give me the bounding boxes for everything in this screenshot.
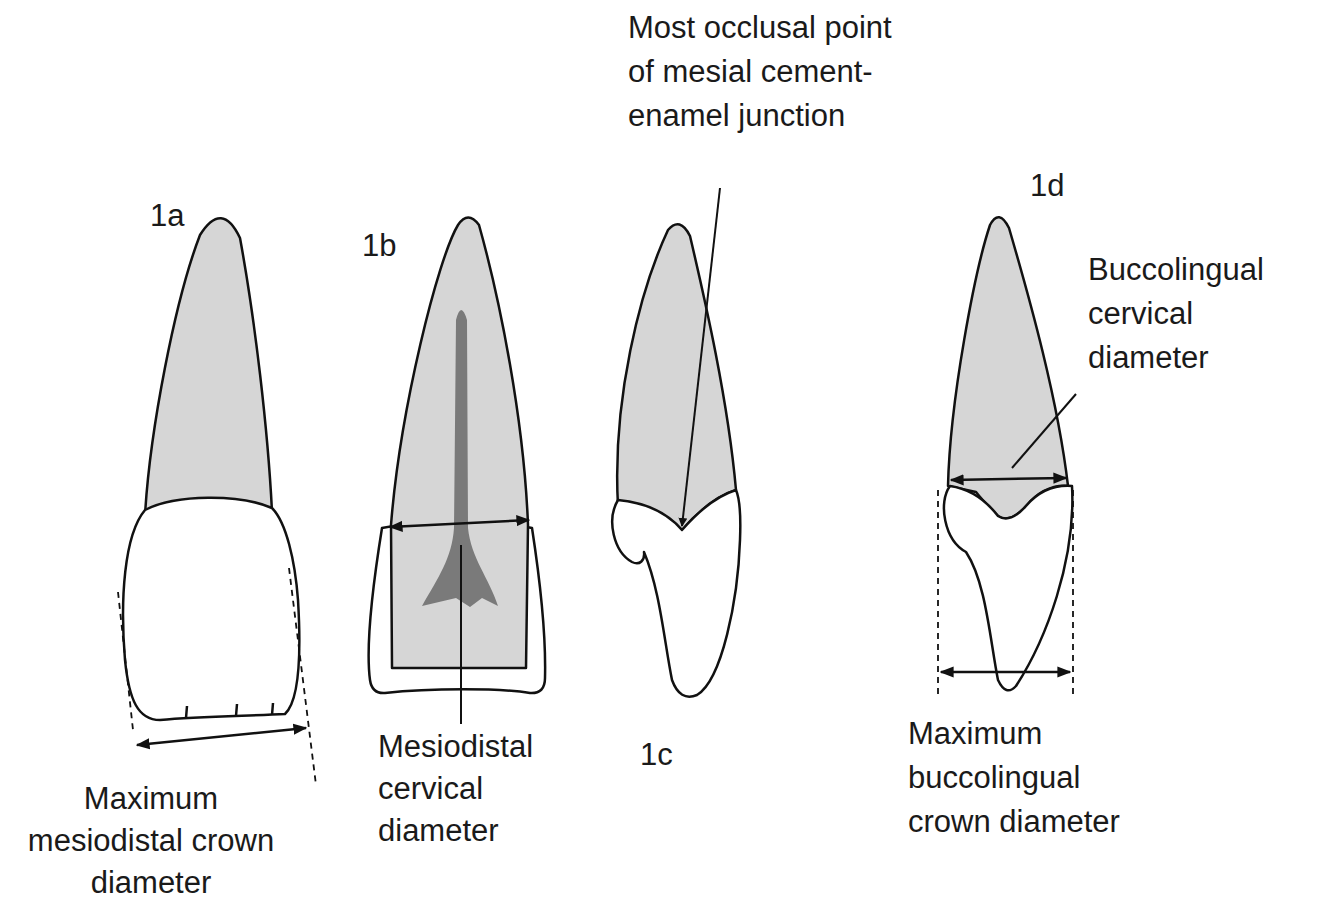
incisor-mesial-view xyxy=(612,188,740,697)
figure-number: 1c xyxy=(640,735,710,775)
incisor-labial-view xyxy=(118,218,316,785)
figure-number: 1b xyxy=(362,226,432,266)
figure-number: 1a xyxy=(150,196,220,236)
incisor-proximal-view xyxy=(938,217,1076,698)
figure-number: 1d xyxy=(1030,166,1100,206)
dimension-label: Buccolingual cervical diameter xyxy=(1088,248,1312,380)
dimension-label: Maximum mesiodistal crown diameter xyxy=(20,778,282,904)
dimension-label: Mesiodistal cervical diameter xyxy=(378,726,588,852)
dimension-label: Maximum buccolingual crown diameter xyxy=(908,712,1120,844)
incisor-section-view xyxy=(369,218,545,725)
landmark-label: Most occlusal point of mesial cement-ena… xyxy=(628,6,900,138)
